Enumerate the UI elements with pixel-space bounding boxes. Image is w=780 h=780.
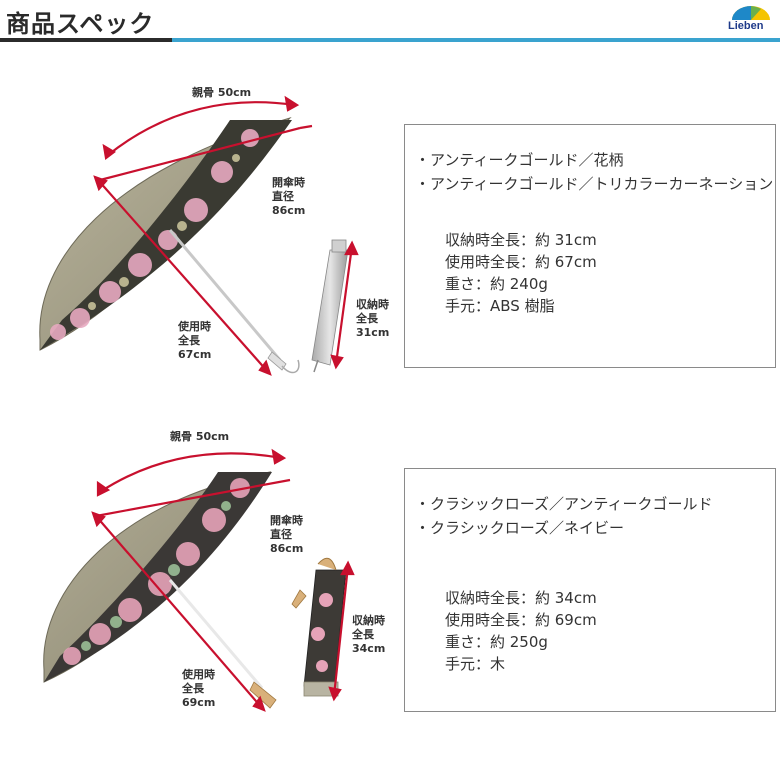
umbrella-illustration-1 [39, 95, 359, 376]
spec-closed-length: 収納時全長：約 31cm [445, 231, 597, 249]
umbrella-illustration-2 [43, 448, 355, 712]
rib-length-label-1: 親骨 50cm [192, 86, 252, 99]
brand-logo-icon [732, 6, 770, 20]
spec-open-length: 使用時全長：約 67cm [445, 253, 597, 271]
open-length-label-1: 使用時 全長 67cm [178, 320, 212, 361]
open-diameter-label-1: 開傘時 直径 86cm [272, 176, 306, 217]
open-diameter-label-2: 開傘時 直径 86cm [270, 514, 304, 555]
open-length-label-2: 使用時 全長 69cm [182, 668, 216, 709]
spec-handle: 手元：木 [445, 655, 506, 673]
color-option: ・クラシックローズ／アンティークゴールド [415, 495, 713, 513]
title-underline [0, 38, 172, 42]
page-header: 商品スペック Lieben [0, 0, 780, 44]
closed-length-label-1: 収納時 全長 31cm [356, 298, 390, 339]
spec-box-1: ・アンティークゴールド／花柄 ・アンティークゴールド／トリカラーカーネーション … [404, 124, 776, 368]
spec-closed-length: 収納時全長：約 34cm [445, 589, 597, 607]
rib-length-label-2: 親骨 50cm [170, 430, 230, 443]
title-accent-bar [0, 38, 780, 42]
spec-box-2: ・クラシックローズ／アンティークゴールド ・クラシックローズ／ネイビー 収納時全… [404, 468, 776, 712]
color-option: ・アンティークゴールド／花柄 [415, 151, 624, 169]
spec-weight: 重さ：約 250g [445, 633, 548, 651]
page-title: 商品スペック [6, 10, 155, 38]
closed-length-label-2: 収納時 全長 34cm [352, 614, 386, 655]
color-option: ・アンティークゴールド／トリカラーカーネーション [415, 175, 774, 193]
spec-weight: 重さ：約 240g [445, 275, 548, 293]
spec-handle: 手元：ABS 樹脂 [445, 297, 555, 315]
brand-logo-text: Lieben [728, 20, 764, 32]
spec-open-length: 使用時全長：約 69cm [445, 611, 597, 629]
color-option: ・クラシックローズ／ネイビー [415, 519, 624, 537]
